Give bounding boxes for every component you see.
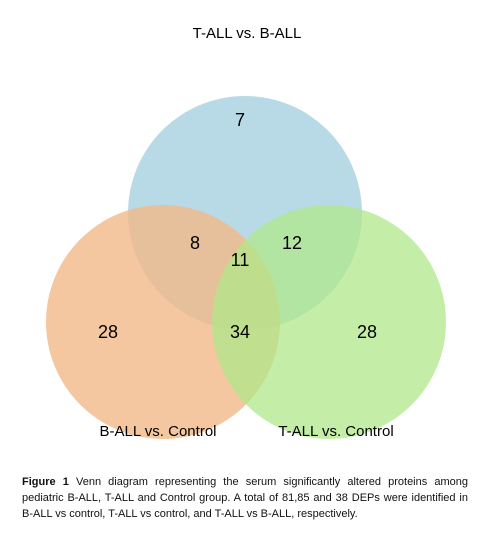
count-ball-vs-control-only: 28 xyxy=(98,322,118,342)
count-tall-vs-control-only: 28 xyxy=(357,322,377,342)
figure-caption-text: Venn diagram representing the serum sign… xyxy=(22,476,468,520)
count-tall-ball-and-tall-control: 12 xyxy=(282,233,302,253)
count-tall-vs-ball-only: 7 xyxy=(235,110,245,130)
count-ball-control-and-tall-control: 34 xyxy=(230,322,250,342)
count-all-three: 11 xyxy=(231,250,250,270)
count-tall-ball-and-ball-control: 8 xyxy=(190,233,200,253)
label-tall-vs-ball: T-ALL vs. B-ALL xyxy=(193,25,302,42)
venn-diagram: T-ALL vs. B-ALL B-ALL vs. Control T-ALL … xyxy=(46,25,446,440)
figure-label: Figure 1 xyxy=(22,476,69,488)
label-ball-vs-control: B-ALL vs. Control xyxy=(100,423,217,440)
label-tall-vs-control: T-ALL vs. Control xyxy=(278,423,393,440)
figure-caption: Figure 1 Venn diagram representing the s… xyxy=(22,474,468,522)
circle-tall-vs-control xyxy=(212,205,446,439)
circle-ball-vs-control xyxy=(46,205,280,439)
